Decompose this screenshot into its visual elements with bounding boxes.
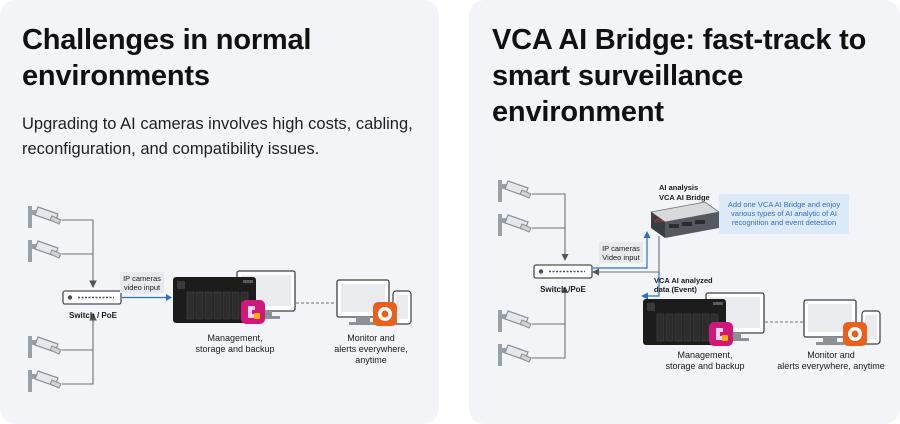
bridge-label: AI analysis bbox=[659, 183, 698, 192]
vca-ai-bridge-panel: VCA AI Bridge: fast-track to smart surve… bbox=[469, 0, 900, 424]
monitor-label: Monitor and bbox=[807, 350, 855, 360]
svg-text:recognition and event detectio: recognition and event detection bbox=[732, 218, 836, 227]
vca-ai-bridge-device: VCA bbox=[650, 201, 720, 238]
camera-icon bbox=[497, 179, 532, 203]
switch-label: Switch / PoE bbox=[69, 311, 118, 320]
ip-cameras-label: IP cameras bbox=[602, 244, 640, 253]
svg-text:Video input: Video input bbox=[602, 253, 640, 262]
vca-title: VCA AI Bridge: fast-track to smart surve… bbox=[492, 24, 867, 128]
camera-icon bbox=[27, 335, 62, 359]
svg-text:VCA: VCA bbox=[654, 218, 664, 223]
camera-icon bbox=[497, 343, 532, 367]
nas-label: Management, bbox=[677, 350, 732, 360]
svg-text:anytime: anytime bbox=[355, 355, 387, 365]
monitor-label: Monitor and bbox=[347, 333, 395, 343]
svg-text:data (Event): data (Event) bbox=[654, 285, 697, 294]
svg-text:VCA AI Bridge: VCA AI Bridge bbox=[659, 193, 710, 202]
svg-text:video input: video input bbox=[124, 283, 161, 292]
vca-bridge-diagram: Switch /PoE IP cameras Video input AI an… bbox=[497, 179, 885, 371]
phone-icon bbox=[392, 290, 412, 325]
ip-cameras-label: IP cameras bbox=[123, 274, 161, 283]
nas-icon bbox=[643, 299, 726, 345]
switch-icon bbox=[62, 290, 122, 305]
surveillance-app-icon bbox=[241, 300, 265, 324]
nas-icon bbox=[173, 277, 256, 323]
camera-icon bbox=[497, 309, 532, 333]
switch-label: Switch /PoE bbox=[540, 285, 586, 294]
alert-app-icon bbox=[843, 322, 867, 346]
nas-label: Management, bbox=[207, 333, 262, 343]
camera-icon bbox=[27, 239, 62, 263]
challenges-panel: Challenges in normal environments Upgrad… bbox=[0, 0, 439, 424]
surveillance-app-icon bbox=[709, 322, 733, 346]
switch-icon bbox=[533, 264, 593, 279]
analyzed-data-label: VCA AI analyzed bbox=[654, 276, 713, 285]
callout-text: Add one VCA AI Bridge and enjoy bbox=[728, 200, 840, 209]
camera-icon bbox=[497, 213, 532, 237]
camera-icon bbox=[27, 369, 62, 393]
camera-icon bbox=[27, 205, 62, 229]
svg-text:various types of AI analytic o: various types of AI analytic of AI bbox=[731, 209, 837, 218]
svg-text:storage and backup: storage and backup bbox=[665, 361, 744, 371]
challenges-description: Upgrading to AI cameras involves high co… bbox=[22, 115, 413, 158]
alert-app-icon bbox=[373, 302, 397, 326]
svg-text:storage and backup: storage and backup bbox=[195, 344, 274, 354]
callout-box bbox=[719, 194, 849, 234]
svg-text:alerts everywhere,: alerts everywhere, bbox=[334, 344, 408, 354]
svg-text:alerts everywhere, anytime: alerts everywhere, anytime bbox=[777, 361, 885, 371]
normal-environment-diagram: Switch / PoE IP cameras video input bbox=[27, 205, 412, 393]
challenges-title: Challenges in normal environments bbox=[22, 24, 312, 92]
